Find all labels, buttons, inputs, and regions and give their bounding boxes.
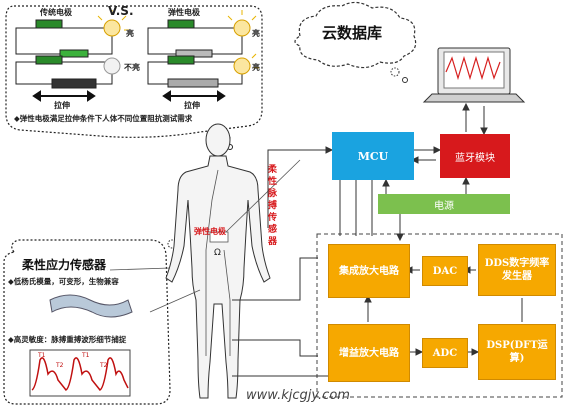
cloud-title: 云数据库 [322,24,383,42]
peak-label: T1 [38,352,46,359]
bluetooth-block: 蓝牙模块 [440,134,510,178]
bright-label: 亮 [126,29,134,38]
bright-label: 亮 [252,29,260,38]
gain-amp-block: 增益放大电路 [328,324,410,382]
cloud-shape [294,1,417,69]
traditional-electrode-label: 传统电极 [40,8,72,17]
peak-label: T1 [82,352,90,359]
traditional-circuit-top [15,19,113,58]
mcu-block: MCU [332,132,414,180]
watermark: www.kjcgjy.com [246,388,350,403]
bulb-icon [103,57,121,75]
bulb-icon [233,53,259,75]
human-body [165,123,271,399]
pulse-sensor-label: 柔性脉搏传感器 [268,165,278,247]
adc-block: ADC [422,338,468,368]
sensor-bullet-1: ◆低杨氏模量，可变形，生物兼容 [8,277,119,286]
body-wiring [109,159,301,356]
vs-label: V.S. [108,4,134,18]
dds-block: DDS数字频率发生器 [478,244,556,296]
top-caption: ◆弹性电极满足拉伸条件下人体不同位置阻抗测试需求 [14,114,193,123]
bright-label: 亮 [252,63,260,72]
system-connectors [232,102,523,377]
power-block: 电源 [378,194,510,214]
elastic-electrode-label: 弹性电极 [168,8,200,17]
sensor-bullet-2: ◆高灵敏度：脉搏重搏波形细节捕捉 [8,335,127,344]
laptop-icon [422,47,526,103]
sensor-title: 柔性应力传感器 [22,258,107,272]
bulb-icon [97,10,129,37]
elastic-electrode-body-label: 弹性电极 [194,227,226,236]
not-bright-label: 不亮 [124,63,140,72]
flexible-film-icon [49,294,133,318]
pulse-waveform [29,349,131,397]
dac-block: DAC [422,256,468,286]
integrated-amp-block: 集成放大电路 [328,244,410,298]
bulb-icon [227,10,257,37]
stretch-arrow-icon [32,90,96,102]
stretch-label: 拉伸 [54,101,70,110]
peak-label: T2 [56,362,64,369]
stretch-arrow-icon [162,90,226,102]
ohm-label: Ω [214,248,221,258]
dsp-block: DSP(DFT运算) [478,324,556,380]
stretch-label: 拉伸 [184,101,200,110]
peak-label: T2 [100,362,108,369]
